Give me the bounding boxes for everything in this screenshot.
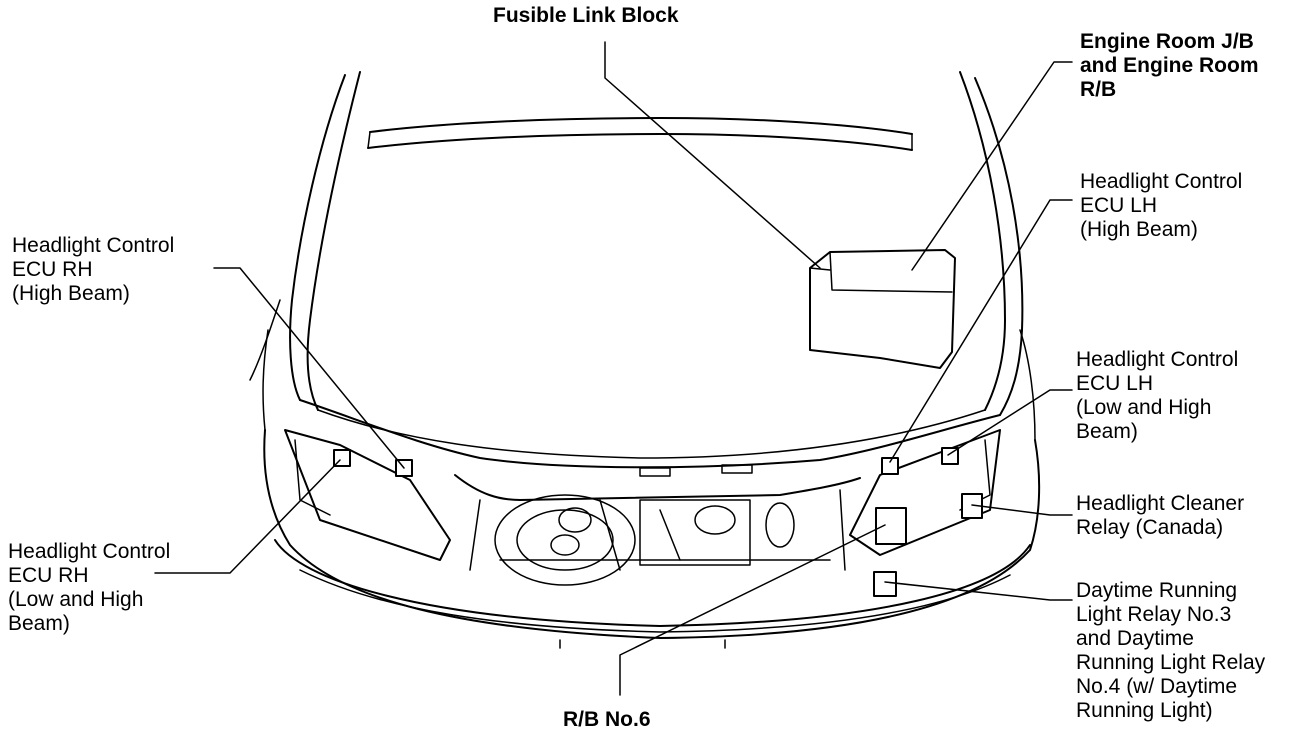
label-headlight-ecu-lh-low-high-beam: Headlight Control ECU LH (Low and High B… [1076,348,1239,443]
label-headlight-cleaner-relay: Headlight Cleaner Relay (Canada) [1076,492,1245,539]
component-markers [333,447,983,597]
hood [249,71,1024,469]
body-outline [262,329,1041,649]
engine-room-jb-box [809,249,956,369]
label-headlight-ecu-rh-high-beam: Headlight Control ECU RH (High Beam) [12,234,175,305]
label-rb-no6: R/B No.6 [563,708,651,731]
label-headlight-ecu-lh-high-beam: Headlight Control ECU LH (High Beam) [1080,170,1243,241]
label-engine-room-jb-rb: Engine Room J/B and Engine Room R/B [1080,30,1259,101]
label-drl-relay: Daytime Running Light Relay No.3 and Day… [1076,579,1266,722]
leader-lines [154,41,1073,696]
engine-bay [454,464,861,586]
label-headlight-ecu-rh-low-high-beam: Headlight Control ECU RH (Low and High B… [8,540,171,635]
label-fusible-link-block: Fusible Link Block [493,4,679,27]
